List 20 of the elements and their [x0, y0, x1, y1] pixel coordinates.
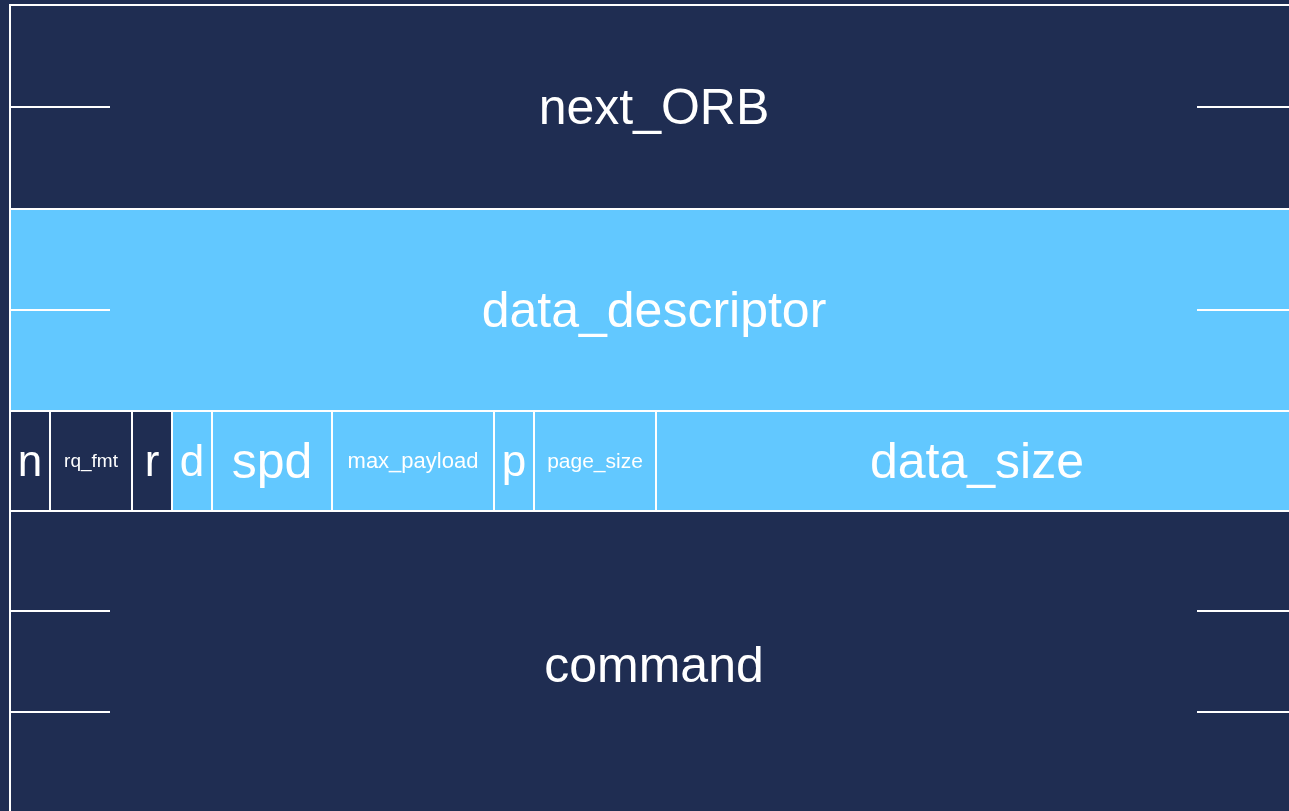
register-field — [493, 410, 535, 512]
register-field — [533, 410, 657, 512]
field-name: page_size — [547, 449, 643, 473]
field-name: data_size — [869, 432, 1084, 490]
field-name: spd — [231, 432, 313, 490]
field-name: d — [179, 436, 205, 486]
register-field — [211, 410, 333, 512]
field-name: max_payload — [347, 448, 479, 474]
register-field — [9, 4, 1289, 210]
register-field — [655, 410, 1289, 512]
register-field — [9, 208, 1289, 412]
register-field — [331, 410, 495, 512]
field-name: data_descriptor — [481, 281, 827, 339]
register-field — [171, 410, 213, 512]
field-name: command — [544, 636, 764, 694]
field-name: r — [144, 436, 160, 486]
field-name: n — [17, 436, 43, 486]
field-name: next_ORB — [538, 78, 770, 136]
field-name: rq_fmt — [64, 450, 118, 472]
field-name: p — [501, 436, 527, 486]
